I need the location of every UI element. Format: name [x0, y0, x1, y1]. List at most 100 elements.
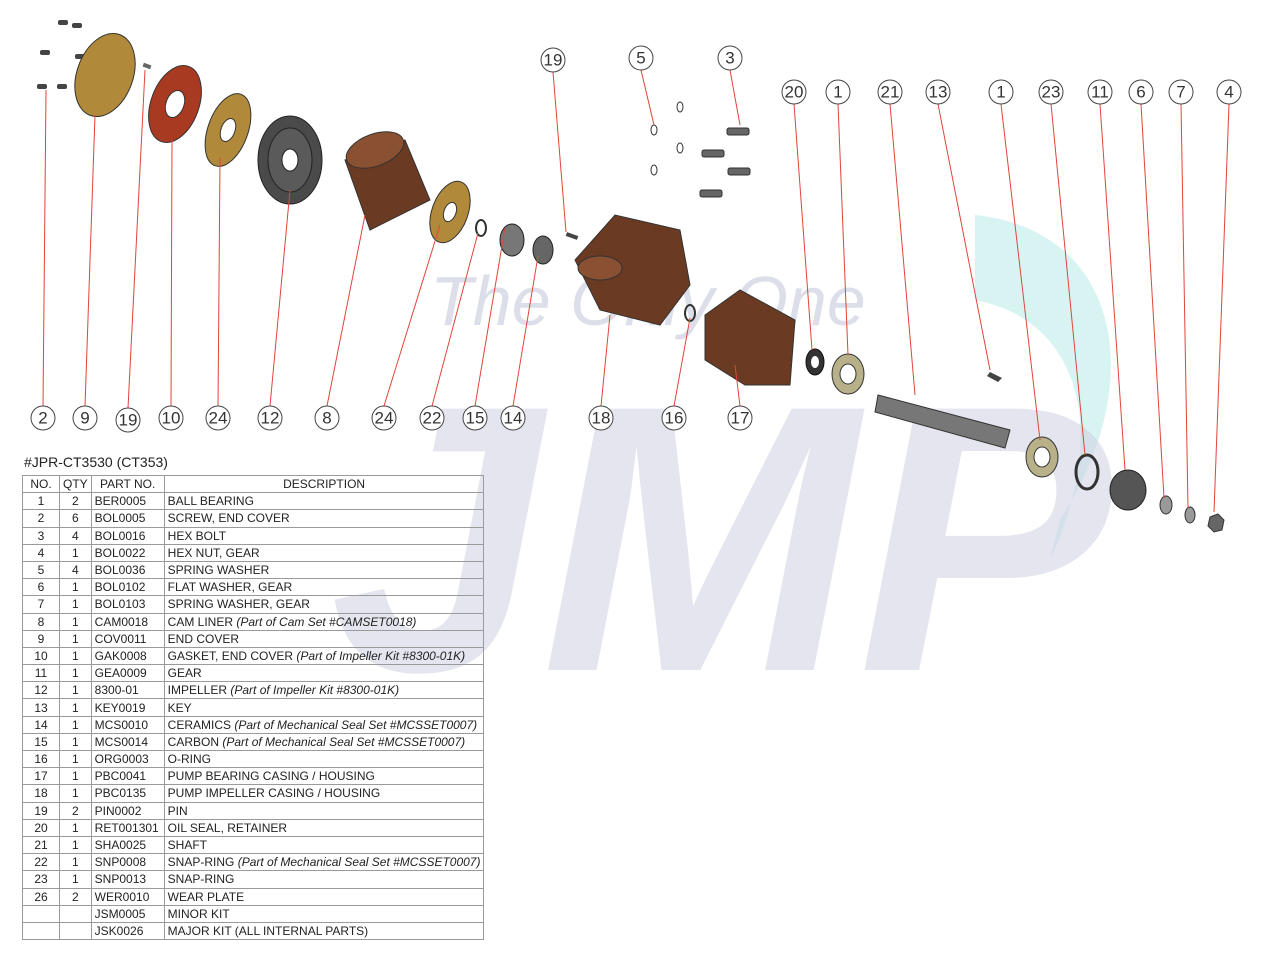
callout-leader — [474, 227, 506, 407]
cell-no: 20 — [22, 818, 60, 837]
cell-qty: 1 — [59, 646, 92, 666]
cell-part-no: ORG0003 — [90, 749, 165, 769]
cell-description: WEAR PLATE — [163, 887, 485, 906]
cell-qty: 1 — [59, 715, 92, 734]
callout-leader — [383, 224, 441, 407]
impeller-part — [257, 115, 323, 205]
cell-no: 14 — [22, 715, 60, 734]
cell-no: 18 — [22, 784, 60, 803]
callout-circle — [540, 47, 566, 73]
callout-label: 17 — [731, 409, 750, 428]
callout-label: 1 — [996, 83, 1005, 102]
cell-description: PUMP BEARING CASING / HOUSING — [163, 767, 485, 786]
cell-part-no: 8300-01 — [90, 681, 165, 700]
cell-part-no: KEY0019 — [90, 698, 165, 717]
callout-label: 9 — [80, 409, 89, 428]
cell-part-no: BOL0102 — [90, 578, 165, 597]
callout-label: 18 — [592, 409, 611, 428]
hex-bolts-part — [699, 127, 751, 198]
snap-ring-part — [475, 219, 487, 237]
callout-leader — [729, 69, 741, 126]
cell-part-no: PBC0041 — [90, 767, 165, 786]
callout-circle — [462, 405, 488, 431]
cell-qty: 1 — [59, 767, 92, 786]
cell-no: 6 — [22, 578, 60, 597]
cell-description: FLAT WASHER, GEAR — [163, 578, 485, 597]
cell-qty: 1 — [59, 664, 92, 683]
pin-2-part — [565, 232, 579, 240]
callout-label: 12 — [261, 409, 280, 428]
cell-description: HEX NUT, GEAR — [163, 543, 485, 562]
cell-no — [22, 904, 60, 923]
callout-label: 14 — [504, 409, 523, 428]
callout-circle — [30, 405, 56, 431]
table-header-row: NO. QTY PART NO. DESCRIPTION — [22, 474, 485, 494]
cell-qty: 1 — [59, 698, 92, 717]
callout-label: 2 — [38, 409, 47, 428]
key-part — [987, 372, 1002, 382]
callout-circle — [717, 45, 743, 71]
cell-qty: 1 — [59, 870, 92, 889]
cell-no: 16 — [22, 749, 60, 769]
callout-leader — [837, 103, 849, 356]
callout-circle — [500, 405, 526, 431]
cell-description: CERAMICS (Part of Mechanical Seal Set #M… — [163, 715, 485, 734]
callout-circle — [1128, 79, 1154, 105]
callout-circle — [825, 79, 851, 105]
end-cover-part — [74, 32, 136, 118]
cell-no: 26 — [22, 887, 60, 906]
flat-washer-part — [1159, 495, 1173, 515]
cell-part-no: BOL0036 — [90, 560, 165, 580]
callout-leader — [269, 189, 291, 407]
callout-leader — [1000, 103, 1041, 441]
cell-part-no: BER0005 — [90, 492, 165, 511]
cell-no: 2 — [22, 509, 60, 528]
cell-part-no: BOL0103 — [90, 595, 165, 614]
callout-leader — [734, 364, 741, 407]
cell-no — [22, 921, 60, 941]
callout-leader — [600, 314, 611, 407]
callout-circle — [371, 405, 397, 431]
cell-part-no: JSM0005 — [90, 904, 165, 923]
callout-label: 20 — [785, 83, 804, 102]
callout-circle — [1087, 79, 1113, 105]
cell-description: SNAP-RING — [163, 870, 485, 889]
callout-circle — [588, 405, 614, 431]
callout-leader — [1140, 103, 1165, 499]
callout-leader — [42, 89, 47, 407]
callout-circle — [1038, 79, 1064, 105]
callout-label: 3 — [725, 49, 734, 68]
cell-description-note: (Part of Mechanical Seal Set #MCSSET0007… — [222, 734, 466, 749]
header-description: DESCRIPTION — [163, 474, 485, 494]
cell-part-no: SHA0025 — [90, 835, 165, 855]
cell-description: GASKET, END COVER (Part of Impeller Kit … — [163, 646, 485, 666]
cell-description-note: (Part of Mechanical Seal Set #MCSSET0007… — [234, 717, 478, 732]
callout-leader — [170, 139, 173, 407]
callout-label: 8 — [322, 409, 331, 428]
gear-part — [1109, 469, 1147, 511]
callout-label: 6 — [1136, 83, 1145, 102]
callout-circle — [877, 79, 903, 105]
callout-circle — [419, 405, 445, 431]
cell-part-no: PBC0135 — [90, 784, 165, 803]
callout-circle — [661, 405, 687, 431]
cell-qty: 1 — [59, 784, 92, 803]
callout-leader — [84, 114, 96, 407]
cell-no: 11 — [22, 664, 60, 683]
callout-circle — [1216, 79, 1242, 105]
pin-part — [142, 62, 152, 70]
carbon-part — [499, 223, 525, 257]
cell-no: 15 — [22, 732, 60, 752]
cell-description: MINOR KIT — [163, 904, 485, 923]
cell-part-no: PIN0002 — [90, 801, 165, 820]
cell-description: SNAP-RING (Part of Mechanical Seal Set #… — [163, 853, 485, 872]
cell-part-no: CAM0018 — [90, 612, 165, 631]
callout-leader — [640, 69, 655, 126]
callout-label: 1 — [833, 83, 842, 102]
cell-description: OIL SEAL, RETAINER — [163, 818, 485, 837]
